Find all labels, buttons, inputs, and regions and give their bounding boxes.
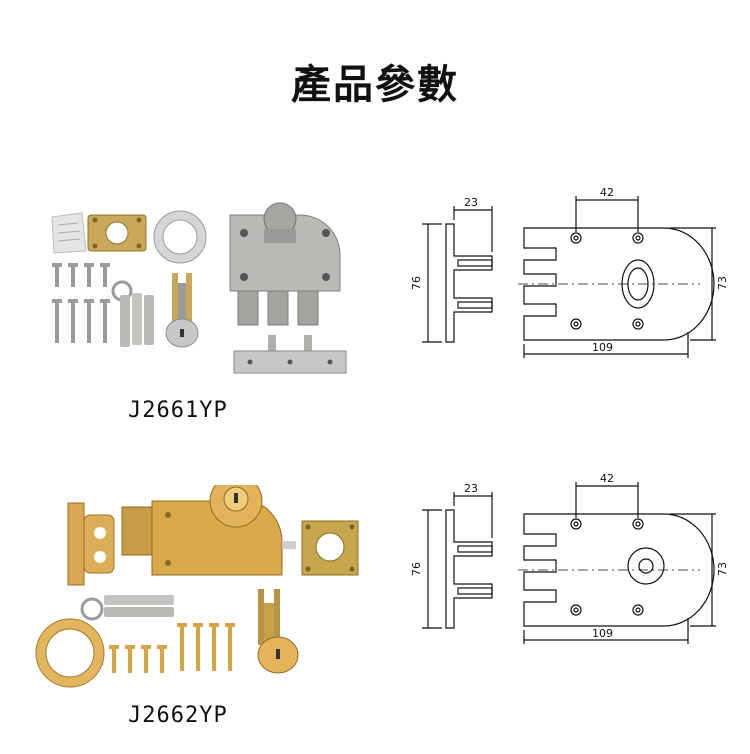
lock-cylinder	[257, 589, 299, 674]
page-title: 產品參數	[291, 62, 459, 108]
keys	[80, 595, 174, 621]
dim-height: 76	[410, 562, 423, 576]
dim-depth: 23	[464, 482, 478, 495]
dim-hole-spacing: 42	[600, 186, 614, 199]
dim-height: 76	[410, 276, 423, 290]
technical-drawing-j2662yp: 23 76 42 109 73	[410, 472, 729, 644]
strike-plate	[87, 214, 147, 252]
screws	[52, 263, 110, 343]
dim-depth: 23	[464, 196, 478, 209]
screws	[109, 623, 235, 673]
dim-width: 109	[592, 341, 613, 354]
trim-ring	[153, 210, 207, 264]
strike-plate	[301, 520, 359, 576]
strike-keeper	[67, 502, 115, 586]
model-label-j2662yp: J2662YP	[128, 703, 228, 728]
dim-width: 109	[592, 627, 613, 640]
deadlock-body	[121, 485, 296, 576]
dim-hole-spacing: 42	[600, 472, 614, 485]
instruction-sheet	[51, 212, 87, 254]
deadlock-body	[229, 202, 341, 326]
technical-drawing-j2661yp: 23 76 42 109 73	[410, 186, 729, 358]
model-label-j2661yp: J2661YP	[128, 398, 228, 423]
product-photo-j2661yp	[51, 202, 347, 374]
dim-body-height: 73	[716, 562, 729, 576]
trim-ring	[35, 618, 105, 688]
lock-cylinder	[165, 273, 199, 348]
keys	[111, 280, 154, 347]
strike-bar	[233, 335, 347, 374]
dim-body-height: 73	[716, 276, 729, 290]
product-photo-j2662yp	[35, 485, 359, 688]
